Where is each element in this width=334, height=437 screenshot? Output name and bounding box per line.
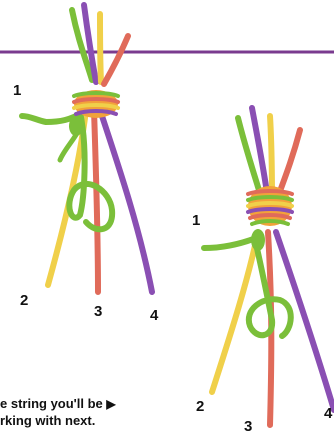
- left-knot-step: [22, 5, 152, 292]
- caption-line-2: rking with next.: [0, 413, 95, 428]
- left-label-4: 4: [150, 307, 159, 324]
- caption-arrow-icon: ▶: [106, 397, 115, 411]
- caption-line-1: e string you'll be ▶: [0, 396, 116, 412]
- caption-text-2: rking with next.: [0, 413, 95, 428]
- right-label-3: 3: [244, 418, 252, 435]
- right-knot-step: [204, 108, 334, 425]
- left-label-2: 2: [20, 292, 28, 309]
- right-label-1: 1: [192, 212, 200, 229]
- left-label-3: 3: [94, 303, 102, 320]
- caption-text-1: e string you'll be: [0, 396, 103, 411]
- right-label-2: 2: [196, 398, 204, 415]
- right-label-4: 4: [324, 405, 333, 422]
- left-label-1: 1: [13, 82, 21, 99]
